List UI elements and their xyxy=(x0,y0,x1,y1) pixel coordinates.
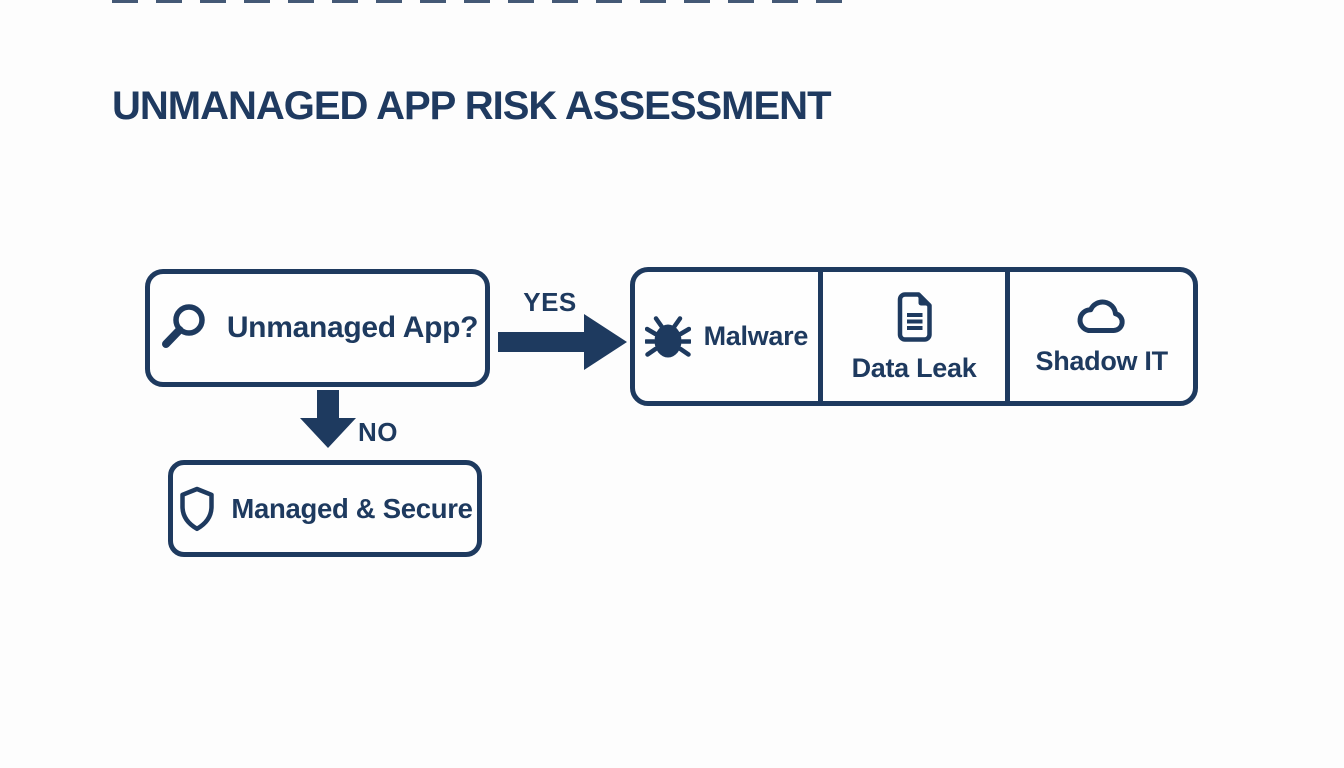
risk-box-label: Data Leak xyxy=(851,353,977,383)
secure-box-managed: Managed & Secure xyxy=(168,460,482,557)
secure-box-label: Managed & Secure xyxy=(231,492,473,524)
risk-box-shadow-it: Shadow IT xyxy=(1005,272,1193,401)
no-arrow-icon xyxy=(299,390,357,450)
yes-branch-label: YES xyxy=(523,287,577,317)
cropped-text-artifact xyxy=(112,0,852,3)
document-icon xyxy=(891,291,937,343)
decision-box-unmanaged-app: Unmanaged App? xyxy=(145,269,490,387)
bug-icon xyxy=(644,312,691,362)
risk-box-data-leak: Data Leak xyxy=(817,272,1006,401)
risk-box-malware: Malware xyxy=(635,272,818,401)
cloud-icon xyxy=(1075,298,1129,336)
shield-icon xyxy=(177,486,217,532)
magnifier-icon xyxy=(157,301,212,355)
no-branch-label: NO xyxy=(358,417,398,447)
yes-arrow-icon xyxy=(498,312,628,372)
risk-box-label: Shadow IT xyxy=(1035,346,1169,376)
page-title: UNMANAGED APP RISK ASSESSMENT xyxy=(112,84,831,128)
risk-box-label: Malware xyxy=(703,321,809,351)
risk-group: Malware Data Leak xyxy=(630,267,1198,406)
decision-box-label: Unmanaged App? xyxy=(226,311,479,344)
